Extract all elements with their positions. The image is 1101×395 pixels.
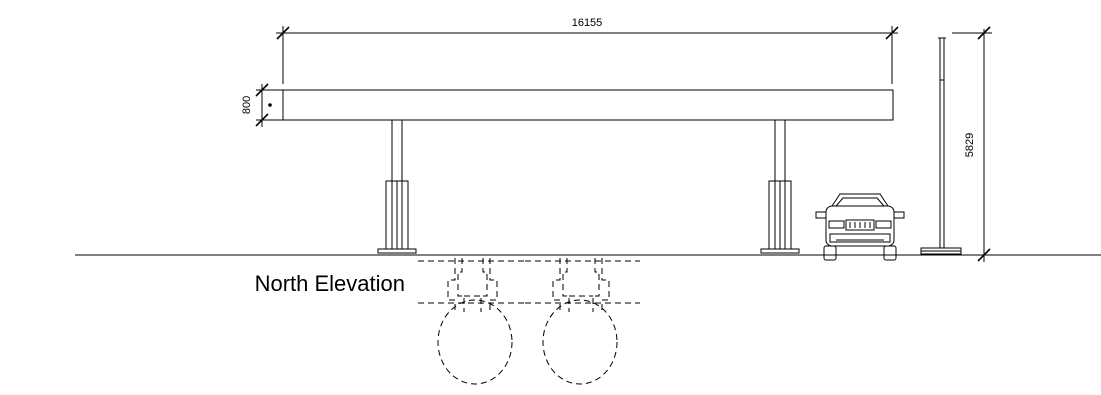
light-pole bbox=[920, 37, 962, 255]
canopy-beam bbox=[282, 89, 894, 121]
height-dimension-label: 5829 bbox=[964, 133, 976, 157]
height-dimension bbox=[952, 26, 992, 262]
length-dimension-label: 16155 bbox=[572, 17, 603, 29]
foundation-left bbox=[418, 258, 530, 385]
length-dimension bbox=[276, 26, 899, 84]
drawing-title: North Elevation bbox=[255, 271, 405, 296]
left-column bbox=[377, 120, 417, 254]
depth-dimension-label: 800 bbox=[241, 96, 253, 114]
car-front-view bbox=[815, 193, 905, 261]
foundation-right bbox=[525, 258, 640, 385]
right-column bbox=[760, 120, 800, 254]
depth-dimension bbox=[255, 83, 283, 127]
